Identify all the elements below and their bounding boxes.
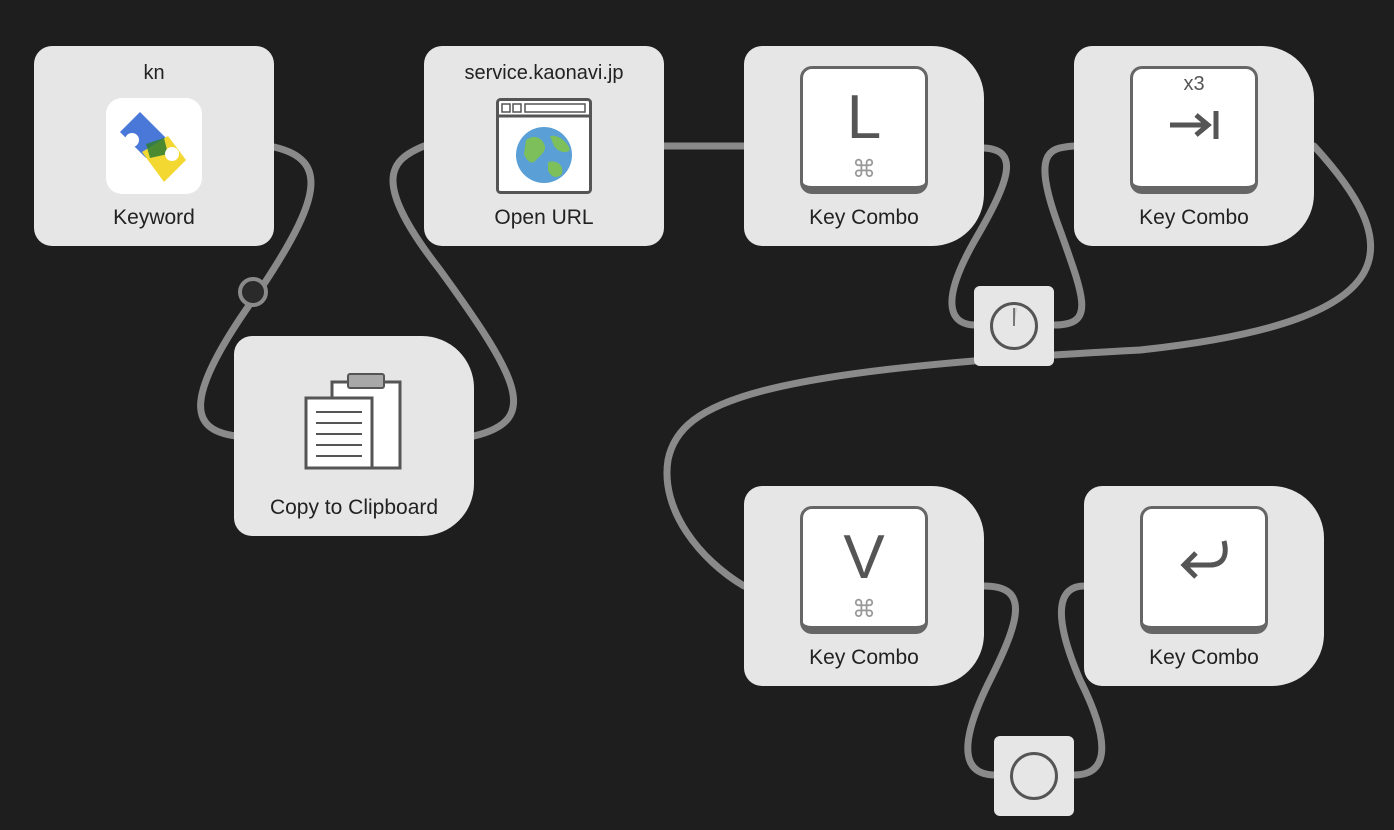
keyword-label: Keyword xyxy=(113,206,195,229)
key-combo-node-return[interactable]: Key Combo xyxy=(1084,486,1324,686)
keycap xyxy=(1140,506,1268,634)
tab-key-icon xyxy=(1133,105,1255,150)
command-modifier-icon: ⌘ xyxy=(852,156,876,183)
key-combo-node-cmd-v[interactable]: V ⌘ Key Combo xyxy=(744,486,984,686)
wire-delay-to-combo-return xyxy=(1057,582,1106,779)
wire-copy-to-openurl xyxy=(389,142,517,440)
copy-to-clipboard-node[interactable]: Copy to Clipboard xyxy=(234,336,474,536)
wire-combo-tab-to-combo-v xyxy=(663,142,1375,590)
command-modifier-icon: ⌘ xyxy=(852,596,876,623)
delay-node[interactable] xyxy=(974,286,1054,366)
key-combo-node-tab[interactable]: x3 Key Combo xyxy=(1074,46,1314,246)
key-combo-label: Key Combo xyxy=(1139,206,1249,229)
open-url-label: Open URL xyxy=(494,206,594,229)
browser-globe-icon xyxy=(496,98,592,194)
copy-to-clipboard-label: Copy to Clipboard xyxy=(269,496,439,519)
key-combo-node-cmd-l[interactable]: L ⌘ Key Combo xyxy=(744,46,984,246)
timer-dial-icon xyxy=(990,302,1038,350)
keyword-text: kn xyxy=(143,62,165,84)
wire-combo-v-to-delay xyxy=(964,582,1019,779)
clipboard-icon xyxy=(304,372,404,472)
key-character: V xyxy=(843,523,885,592)
timer-dial-icon xyxy=(1010,752,1058,800)
wire-delay-to-combo-tab xyxy=(1041,142,1086,329)
keyword-icon xyxy=(106,98,202,194)
wire-combo-l-to-delay xyxy=(948,144,1011,329)
keycap: L ⌘ xyxy=(800,66,928,194)
key-combo-label: Key Combo xyxy=(809,206,919,229)
url-text: service.kaonavi.jp xyxy=(464,62,624,84)
keyword-node[interactable]: kn Keyword xyxy=(34,46,274,246)
keycap: x3 xyxy=(1130,66,1258,194)
wire-anchor-knob[interactable] xyxy=(238,277,268,307)
return-key-icon xyxy=(1143,537,1265,586)
keycap: V ⌘ xyxy=(800,506,928,634)
delay-node[interactable] xyxy=(994,736,1074,816)
key-combo-label: Key Combo xyxy=(809,646,919,669)
open-url-node[interactable]: service.kaonavi.jp Open URL xyxy=(424,46,664,246)
key-character: L xyxy=(846,83,882,152)
repeat-count: x3 xyxy=(1183,73,1205,95)
key-combo-label: Key Combo xyxy=(1149,646,1259,669)
